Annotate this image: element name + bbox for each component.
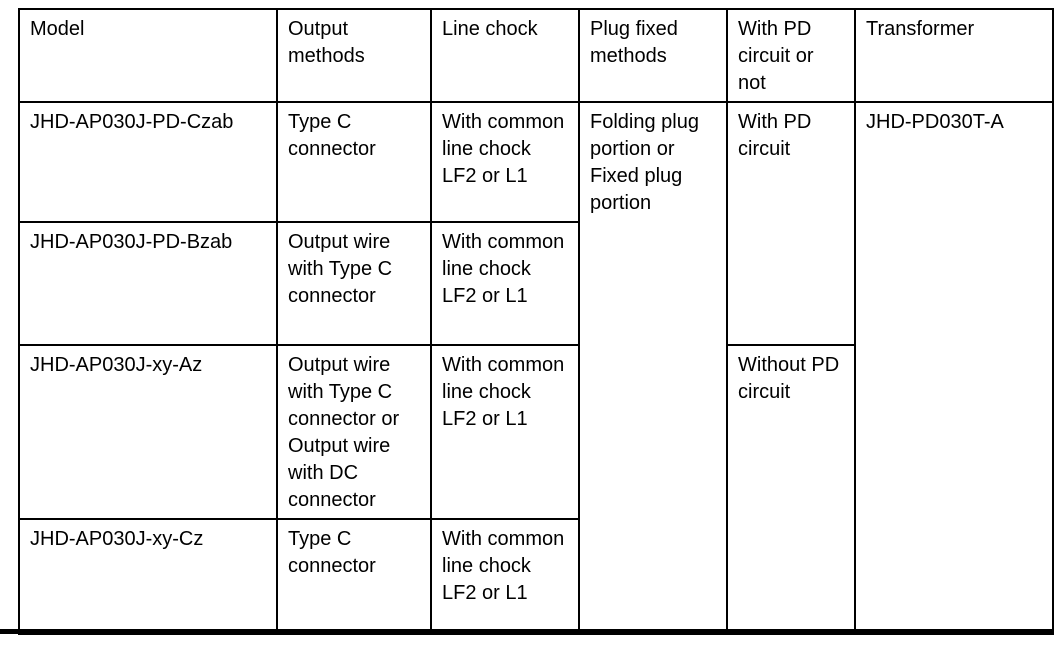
table-header-row: Model Output methods Line chock Plug fix… <box>18 8 1054 103</box>
table-row: JHD-AP030J-PD-Czab Type C connector With… <box>18 101 1054 635</box>
col-header-line-chock: Line chock <box>430 8 580 103</box>
output-methods-cell: Output wire with Type C connector or Out… <box>276 344 432 520</box>
output-methods-cell: Type C connector <box>276 518 432 635</box>
model-cell: JHD-AP030J-PD-Czab <box>18 101 278 223</box>
col-header-plug-fixed-methods: Plug fixed methods <box>578 8 728 103</box>
col-header-transformer: Transformer <box>854 8 1054 103</box>
line-chock-cell: With common line chock LF2 or L1 <box>430 221 580 346</box>
model-spec-table: Model Output methods Line chock Plug fix… <box>18 8 1054 635</box>
line-chock-cell: With common line chock LF2 or L1 <box>430 344 580 520</box>
without-pd-circuit-cell: Without PD circuit <box>726 344 856 635</box>
table-row: JHD-AP030J-xy-Cz Type C connector With c… <box>18 518 1053 635</box>
model-cell: JHD-AP030J-PD-Bzab <box>18 221 278 346</box>
output-methods-cell: Output wire with Type C connector <box>276 221 432 346</box>
with-pd-circuit-cell: With PD circuit <box>726 101 856 346</box>
output-methods-cell: Type C connector <box>276 101 432 223</box>
table-row: JHD-AP030J-PD-Bzab Output wire with Type… <box>18 221 1053 346</box>
col-header-output-methods: Output methods <box>276 8 432 103</box>
col-header-model: Model <box>18 8 278 103</box>
page-bottom-rule <box>0 629 1053 634</box>
transformer-cell: JHD-PD030T-A <box>854 101 1054 635</box>
model-cell: JHD-AP030J-xy-Az <box>18 344 278 520</box>
plug-fixed-methods-cell: Folding plug portion or Fixed plug porti… <box>578 101 728 635</box>
model-cell: JHD-AP030J-xy-Cz <box>18 518 278 635</box>
line-chock-cell: With common line chock LF2 or L1 <box>430 101 580 223</box>
col-header-pd-circuit: With PD circuit or not <box>726 8 856 103</box>
table-row: JHD-AP030J-xy-Az Output wire with Type C… <box>18 344 1053 635</box>
line-chock-cell: With common line chock LF2 or L1 <box>430 518 580 635</box>
